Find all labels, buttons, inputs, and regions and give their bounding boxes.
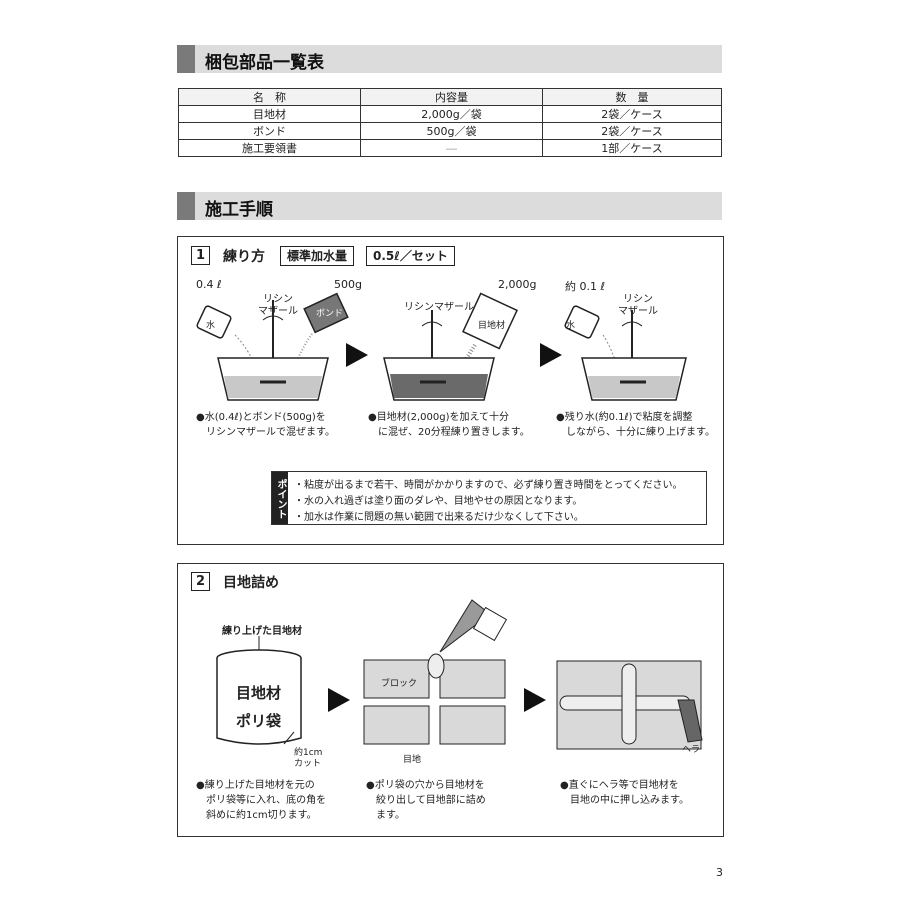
- cut-label-line: 約1cm: [294, 748, 323, 758]
- caption-line: ●ポリ袋の穴から目地材を: [366, 780, 485, 791]
- arrow-icon: [346, 343, 368, 367]
- arrow-icon: [524, 688, 546, 712]
- mixer-label: リシンマザール: [404, 302, 474, 313]
- material-amount-label: 2,000g: [498, 278, 537, 291]
- caption-line: リシンマザールで混ぜます。: [206, 427, 335, 438]
- water-amount-label: 0.4 ℓ: [196, 278, 222, 291]
- mixer-label: リシン マザール: [618, 294, 658, 317]
- joint-fill-illustration: [363, 599, 508, 745]
- point-line: ・加水は作業に問題の無い範囲で出来るだけ少なくして下さい。: [294, 512, 584, 523]
- material-label: 目地材: [478, 321, 506, 331]
- step2-caption-2: ●ポリ袋の穴から目地材を 絞り出して目地部に詰め ます。: [366, 778, 486, 823]
- cell: 2袋／ケース: [542, 122, 722, 140]
- parts-table: 名 称 内容量 数 量 目地材 2,000g／袋 2袋／ケース ボンド 500g…: [178, 88, 722, 157]
- step1-caption-3: ●残り水(約0.1ℓ)で粘度を調整 しながら、十分に練り上げます。: [556, 410, 715, 440]
- cell: 施工要領書: [178, 139, 361, 157]
- bag-text-1: 目地材: [236, 684, 282, 702]
- step1-caption-1: ●水(0.4ℓ)とボンド(500g)を リシンマザールで混ぜます。: [196, 410, 335, 440]
- bag-illustration: [216, 636, 302, 745]
- water-label: 水: [206, 321, 216, 331]
- step1-caption-2: ●目地材(2,000g)を加えて十分 に混ぜ、20分程練り置きします。: [368, 410, 530, 440]
- step2-number: 2: [191, 572, 210, 591]
- caption-line: ●練り上げた目地材を元の: [196, 780, 315, 791]
- caption-line: しながら、十分に練り上げます。: [566, 427, 715, 438]
- caption-line: ●残り水(約0.1ℓ)で粘度を調整: [556, 412, 693, 423]
- step2-caption-3: ●直ぐにヘラ等で目地材を 目地の中に押し込みます。: [560, 778, 689, 808]
- step1-number: 1: [191, 246, 210, 265]
- caption-line: 目地の中に押し込みます。: [570, 795, 689, 806]
- bond-amount-label: 500g: [334, 278, 362, 291]
- caption-line: に混ぜ、20分程練り置きします。: [378, 427, 530, 438]
- mixing-illustration-2: [383, 292, 518, 401]
- spatula-label: ヘラ: [682, 745, 701, 755]
- cell: 目地材: [178, 105, 361, 123]
- cell: 2袋／ケース: [542, 105, 722, 123]
- procedure-header: 施工手順: [177, 192, 722, 220]
- cell: ボンド: [178, 122, 361, 140]
- point-box: ポイント ・粘度が出るまで若干、時間がかかりますので、必ず練り置き時間をとってく…: [271, 471, 707, 525]
- arrow-icon: [540, 343, 562, 367]
- page-number: 3: [716, 866, 723, 879]
- caption-line: ポリ袋等に入れ、底の角を: [206, 795, 327, 806]
- spatula-illustration: [556, 660, 703, 750]
- block-label: ブロック: [381, 679, 418, 689]
- arrow-icon: [328, 688, 350, 712]
- caption-line: 絞り出して目地部に詰め: [376, 795, 486, 806]
- water-remaining-label: 約 0.1 ℓ: [565, 280, 606, 293]
- caption-line: ●目地材(2,000g)を加えて十分: [368, 412, 510, 423]
- water-label: 水: [566, 321, 576, 331]
- bond-label: ボンド: [316, 309, 344, 319]
- header-name: 名 称: [178, 88, 361, 106]
- joint-label: 目地: [403, 755, 422, 765]
- caption-line: ます。: [376, 810, 405, 821]
- caption-line: ●水(0.4ℓ)とボンド(500g)を: [196, 412, 326, 423]
- step2-caption-1: ●練り上げた目地材を元の ポリ袋等に入れ、底の角を 斜めに約1cm切ります。: [196, 778, 326, 823]
- water-amount-tag: 0.5ℓ／セット: [366, 246, 455, 266]
- mixing-illustration-3: [564, 305, 687, 401]
- cell: 500g／袋: [360, 122, 543, 140]
- cut-label-line: カット: [294, 759, 322, 769]
- mixer-label: リシン マザール: [258, 294, 298, 317]
- step2-title: 目地詰め: [223, 575, 279, 591]
- cut-label: 約1cm カット: [294, 748, 322, 770]
- step1-title: 練り方: [223, 249, 265, 265]
- caption-line: 斜めに約1cm切ります。: [206, 810, 317, 821]
- standard-water-tag: 標準加水量: [280, 246, 355, 266]
- mixed-material-label: 練り上げた目地材: [222, 626, 302, 637]
- table-header-row: 名 称 内容量 数 量: [178, 88, 722, 106]
- table-row: 目地材 2,000g／袋 2袋／ケース: [178, 105, 722, 123]
- point-line: ・粘度が出るまで若干、時間がかかりますので、必ず練り置き時間をとってください。: [294, 480, 683, 491]
- cell: 1部／ケース: [542, 139, 722, 157]
- cell: ―: [360, 139, 543, 157]
- header-content: 内容量: [360, 88, 543, 106]
- parts-list-title: 梱包部品一覧表: [205, 53, 324, 73]
- procedure-title: 施工手順: [205, 200, 273, 220]
- header-bar: [177, 192, 195, 220]
- caption-line: ●直ぐにヘラ等で目地材を: [560, 780, 679, 791]
- header-bar: [177, 45, 195, 73]
- table-row: 施工要領書 ― 1部／ケース: [178, 139, 722, 157]
- header-quantity: 数 量: [542, 88, 722, 106]
- bag-text-2: ポリ袋: [236, 712, 282, 730]
- point-label: ポイント: [272, 472, 288, 524]
- point-line: ・水の入れ過ぎは塗り面のダレや、目地やせの原因となります。: [294, 496, 583, 507]
- table-row: ボンド 500g／袋 2袋／ケース: [178, 122, 722, 140]
- mixing-illustration-1: [196, 292, 349, 401]
- parts-list-header: 梱包部品一覧表: [177, 45, 722, 73]
- cell: 2,000g／袋: [360, 105, 543, 123]
